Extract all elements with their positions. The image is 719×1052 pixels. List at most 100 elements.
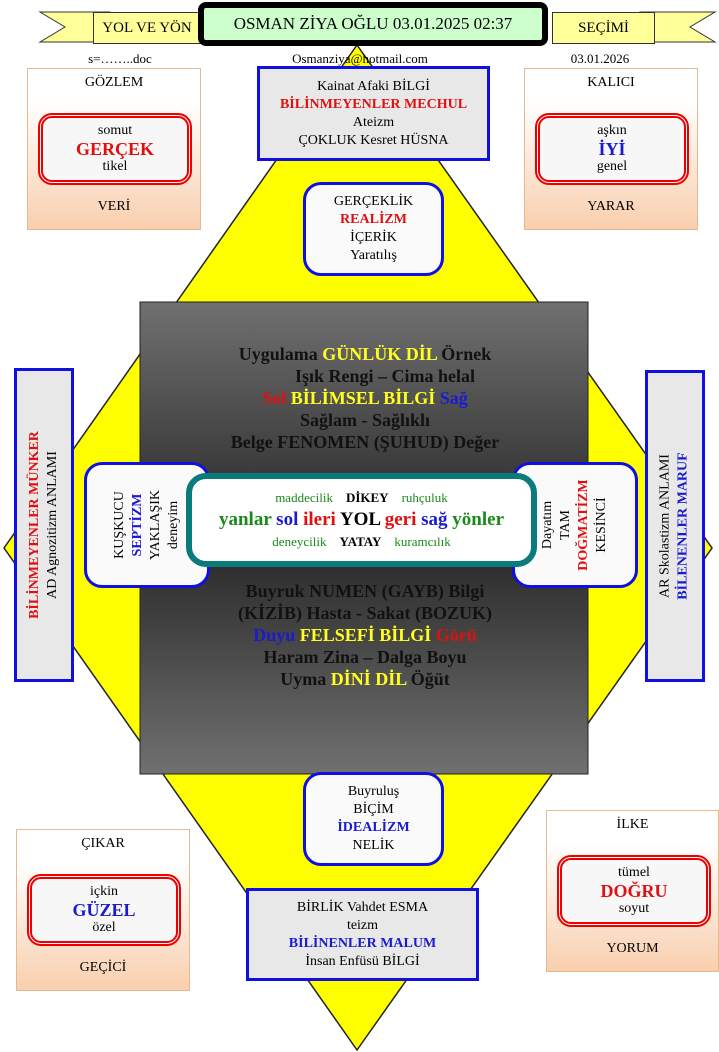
text: kuramcılık [394,534,451,549]
text: YATAY [339,534,382,549]
text: içkin [90,884,118,899]
text: yanlar [218,509,272,530]
text: İÇERİK [350,230,397,245]
text: Sağlam - Sağlıklı [299,410,431,430]
text: AD Agnozitizm ANLAMI [45,451,61,599]
text: aşkın [597,123,627,138]
date: 03.01.2026 [570,51,630,66]
text: Uyma [280,669,327,689]
keyword: REALİZM [340,212,407,227]
text: İnsan Enfüsü BİLGİ [305,953,420,969]
keyword: GÜZEL [72,900,136,920]
text: Ateizm [352,114,395,130]
text: ÇOKLUK Kesret HÜSNA [298,132,449,148]
text: Buyruk NUMEN (GAYB) Bilgi [245,581,485,601]
text: ruhçuluk [401,490,448,505]
realizm-box: GERÇEKLİK REALİZM İÇERİK Yaratılış [303,182,444,276]
keyword: SEPTİZM [130,493,145,557]
text: Belge FENOMEN (ŞUHUD) Değer [230,432,500,452]
text: Kainat Afaki BİLGİ [317,78,430,94]
text: sol [276,509,299,530]
text: GERÇEKLİK [333,194,414,209]
keyword: BİLENENLER MARUF [676,452,691,600]
text: teizm [346,917,379,933]
text: sağ [421,509,448,530]
text: Uygulama [238,344,318,364]
text: ileri [303,509,336,530]
text: Örnek [441,344,492,364]
text: geri [384,509,417,530]
label: VERİ [97,199,131,214]
text: soyut [618,901,650,916]
text: AR Skolastizm ANLAMI [658,454,673,598]
text: NELİK [352,838,395,853]
keyword: BİLİNMEYENLER MÜNKER [27,431,43,619]
text: Işık Rengi – Cima helal [294,366,476,386]
text: YOL [339,509,380,530]
text: Öğüt [410,669,450,689]
lower-text: Buyruk NUMEN (GAYB) Bilgi (KİZİB) Hasta … [150,580,580,690]
banner-right: SEÇİMİ [552,12,655,44]
text: özel [92,920,116,935]
text: DİKEY [345,490,389,505]
text: YAKLAŞIK [148,490,163,560]
text: Dayatım [539,500,555,550]
text: Yaratılış [350,248,397,263]
keyword: İYİ [598,139,626,159]
email: Osmanziya@hotmail.com [292,51,428,66]
text: KUŞKUCU [112,491,127,559]
label: YORUM [606,941,659,956]
text: (KİZİB) Hasta - Sakat (BOZUK) [237,603,493,623]
text: KESİNCİ [593,497,609,553]
upper-text: Uygulama GÜNLÜK DİL Örnek Işık Rengi – C… [150,343,580,453]
text: BİÇİM [353,802,394,817]
text: BİRLİK Vahdet ESMA [296,899,429,915]
text: somut [97,123,133,138]
keyword: DİNİ DİL [330,669,407,689]
text: Buyruluş [347,784,400,799]
label: GEÇİCİ [79,960,127,975]
keyword: DOĞRU [600,881,668,901]
text: deneyim [166,500,181,550]
banner-left: YOL VE YÖN [93,12,201,44]
text: Sol [262,388,287,408]
label: KALICI [587,75,635,90]
text: tikel [102,159,128,174]
keyword: BİLİNMEYENLER MECHUL [279,96,468,112]
text: Sağ [439,388,468,408]
top-box: Kainat Afaki BİLGİ BİLİNMEYENLER MECHUL At… [257,66,490,161]
file-name: s=……..doc [88,51,152,66]
text: TAM [557,510,573,541]
text: Duyu [253,625,296,645]
keyword: GÜNLÜK DİL [322,344,437,364]
keyword: İDEALİZM [337,820,410,835]
label: İLKE [616,817,649,832]
keyword: GERÇEK [75,139,154,159]
center-box: maddecilik DİKEY ruhçuluk yanlar sol ile… [186,473,537,567]
keyword: DOĞMATİZM [575,479,591,571]
text: Görü [435,625,477,645]
text: maddecilik [275,490,333,505]
keyword: BİLİMSEL BİLGİ [290,388,436,408]
label: YARAR [587,199,635,214]
text: deneycilik [272,534,327,549]
text: genel [596,159,628,174]
label: GÖZLEM [84,75,144,90]
label: ÇIKAR [81,836,125,851]
keyword: BİLİNENLER MALUM [288,935,437,951]
text: yönler [452,509,505,530]
keyword: FELSEFİ BİLGİ [299,625,432,645]
text: Haram Zina – Dalga Boyu [263,647,467,667]
